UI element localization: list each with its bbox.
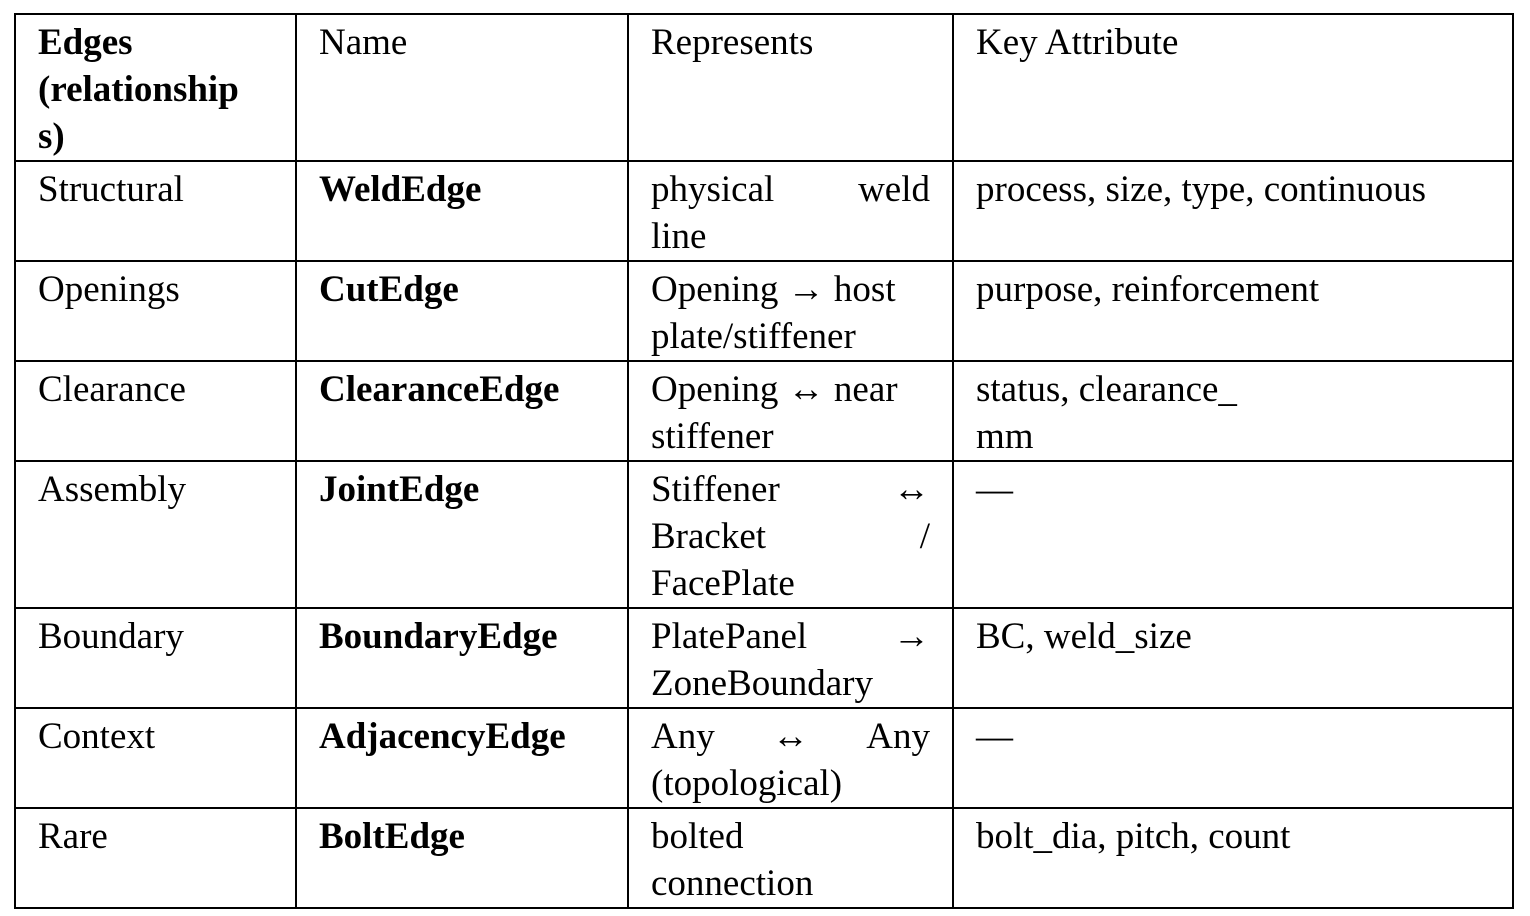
key-attribute-cell: — xyxy=(952,460,1514,609)
represents-word: plate/stiffener xyxy=(651,316,856,357)
represents-line: PlatePanel → xyxy=(651,613,930,660)
category-cell: Structural xyxy=(14,160,297,262)
represents-cell: PlatePanel → ZoneBoundary xyxy=(627,607,954,709)
represents-line: Stiffener ↔ xyxy=(651,466,930,513)
key-attribute-cell: process, size, type, continuous xyxy=(952,160,1514,262)
represents-line: connection xyxy=(651,860,930,906)
represents-cell: Any ↔ Any (topological) xyxy=(627,707,954,809)
represents-line: bolted xyxy=(651,813,930,860)
represents-line: stiffener xyxy=(651,413,930,459)
represents-word: (topological) xyxy=(651,763,843,804)
represents-word: Any xyxy=(866,716,930,757)
represents-word: connection xyxy=(651,863,814,904)
header-name-cell: Name xyxy=(295,13,629,162)
key-attribute-line: — xyxy=(976,469,1013,510)
header-edges-line: (relationship xyxy=(38,69,239,110)
represents-word: Opening → host xyxy=(651,269,896,310)
key-attribute-line: process, size, type, continuous xyxy=(976,169,1427,210)
represents-word: weld xyxy=(858,169,930,210)
represents-cell: physical weld line xyxy=(627,160,954,262)
represents-line: Opening → host xyxy=(651,266,930,313)
edge-name-cell: BoundaryEdge xyxy=(295,607,629,709)
key-attribute-line: — xyxy=(976,716,1013,757)
represents-line: Any ↔ Any xyxy=(651,713,930,760)
represents-word: FacePlate xyxy=(651,563,795,604)
key-attribute-cell: BC, weld_size xyxy=(952,607,1514,709)
represents-cell: Opening ↔ near stiffener xyxy=(627,360,954,462)
key-attribute-line: BC, weld_size xyxy=(976,616,1192,657)
header-edges-line: Edges xyxy=(38,22,133,63)
key-attribute-cell: bolt_dia, pitch, count xyxy=(952,807,1514,909)
category-cell: Clearance xyxy=(14,360,297,462)
represents-word: ZoneBoundary xyxy=(651,663,873,704)
represents-line: physical weld xyxy=(651,166,930,213)
represents-word: physical xyxy=(651,169,775,210)
category-cell: Boundary xyxy=(14,607,297,709)
represents-word: bolted xyxy=(651,816,744,857)
represents-line: (topological) xyxy=(651,760,930,806)
table-header-row: Edges (relationship s) Name Represents K… xyxy=(14,13,1514,162)
represents-word: ↔ xyxy=(772,716,809,757)
represents-word: PlatePanel xyxy=(651,616,808,657)
key-attribute-line: purpose, reinforcement xyxy=(976,269,1320,310)
represents-word: stiffener xyxy=(651,416,774,457)
represents-cell: Stiffener ↔ Bracket / FacePlate xyxy=(627,460,954,609)
represents-cell: bolted connection xyxy=(627,807,954,909)
key-attribute-line: bolt_dia, pitch, count xyxy=(976,816,1291,857)
edges-table: Edges (relationship s) Name Represents K… xyxy=(14,13,1514,909)
represents-cell: Opening → host plate/stiffener xyxy=(627,260,954,362)
represents-word: Bracket xyxy=(651,516,767,557)
category-cell: Openings xyxy=(14,260,297,362)
header-edges-line: s) xyxy=(38,116,65,157)
represents-line: FacePlate xyxy=(651,560,930,606)
key-attribute-cell: purpose, reinforcement xyxy=(952,260,1514,362)
represents-line: Bracket / xyxy=(651,513,930,560)
category-cell: Rare xyxy=(14,807,297,909)
represents-line: plate/stiffener xyxy=(651,313,930,359)
represents-word: Any xyxy=(651,716,715,757)
represents-word: Opening ↔ near xyxy=(651,369,898,410)
category-cell: Context xyxy=(14,707,297,809)
represents-word: ↔ xyxy=(893,469,930,510)
edge-name-cell: WeldEdge xyxy=(295,160,629,262)
key-attribute-cell: status, clearance_mm xyxy=(952,360,1514,462)
represents-line: Opening ↔ near xyxy=(651,366,930,413)
header-edges-cell: Edges (relationship s) xyxy=(14,13,297,162)
edge-name-cell: AdjacencyEdge xyxy=(295,707,629,809)
represents-word: Stiffener xyxy=(651,469,780,510)
edge-name-cell: JointEdge xyxy=(295,460,629,609)
represents-word: → xyxy=(893,616,930,657)
header-key-attribute-cell: Key Attribute xyxy=(952,13,1514,162)
key-attribute-cell: — xyxy=(952,707,1514,809)
represents-word: line xyxy=(651,216,707,257)
edge-name-cell: CutEdge xyxy=(295,260,629,362)
key-attribute-line: status, clearance_ xyxy=(976,369,1237,410)
represents-word: / xyxy=(919,516,930,557)
key-attribute-line: mm xyxy=(976,416,1034,457)
header-represents-cell: Represents xyxy=(627,13,954,162)
represents-line: line xyxy=(651,213,930,259)
category-cell: Assembly xyxy=(14,460,297,609)
represents-line: ZoneBoundary xyxy=(651,660,930,706)
edge-name-cell: BoltEdge xyxy=(295,807,629,909)
edge-name-cell: ClearanceEdge xyxy=(295,360,629,462)
